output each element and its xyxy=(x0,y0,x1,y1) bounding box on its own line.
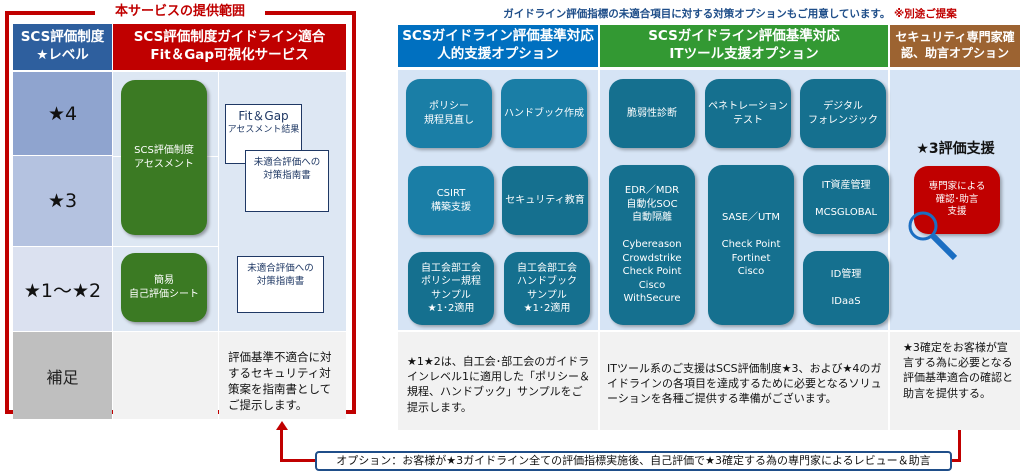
human-note: ★1★2は、自工会･部工会のガイドラインレベル1に適用した「ポリシー＆規程、ハン… xyxy=(407,355,590,414)
supplement-note: 評価基準不適合に対するセキュリティ対策案を指南書としてご提示します。 xyxy=(228,350,332,412)
options-banner-text: ガイドライン評価指標の未適合項目に対する対策オプションもご用意しています。 xyxy=(503,8,891,20)
connector-line xyxy=(280,459,316,462)
countermeasure-guide-doc: 未適合評価への 対策指南書 xyxy=(237,256,324,313)
assessment-box: SCS評価制度 アセスメント xyxy=(121,80,207,235)
level-star4: ★4 xyxy=(13,72,112,155)
level-star3: ★3 xyxy=(13,156,112,246)
option-sase-utm: SASE／UTM Check Point Fortinet Cisco xyxy=(708,165,794,325)
human-note-cell xyxy=(398,332,598,430)
expert-option-header: セキュリティ専門家確 認、助言オプション xyxy=(890,25,1020,67)
service-scope-title: 本サービスの提供範囲 xyxy=(95,2,265,22)
expert-star3-title: ★3評価支援 xyxy=(916,141,995,157)
option-policy-sample: 自工会部工会 ポリシー規程 サンプル ★1･2適用 xyxy=(408,252,494,325)
option-csirt: CSIRT 構築支援 xyxy=(408,166,494,235)
level-supplement: 補足 xyxy=(13,332,112,419)
expert-note-cell xyxy=(890,332,1020,430)
arrow-up-icon xyxy=(276,421,288,430)
connector-line xyxy=(958,430,961,461)
option-penetration-test: ペネトレーション テスト xyxy=(705,79,791,148)
expert-review-box: 専門家による 確認･助言 支援 xyxy=(914,166,1000,234)
it-note-cell xyxy=(600,332,888,430)
option-it-asset-mgmt: IT資産管理 MCSGLOBAL xyxy=(803,165,889,234)
option-digital-forensics: デジタル フォレンジック xyxy=(800,79,886,148)
magnifier-icon xyxy=(908,211,958,261)
it-option-header: SCSガイドライン評価基準対応 ITツール支援オプション xyxy=(600,25,888,67)
option-handbook-sample: 自工会部工会 ハンドブック サンプル ★1･2適用 xyxy=(504,252,590,325)
supplement-empty-cell xyxy=(113,332,218,419)
option-security-education: セキュリティ教育 xyxy=(502,166,588,235)
header-level: SCS評価制度 ★レベル xyxy=(13,24,112,70)
fitgap-doc-title: Fit＆Gap xyxy=(238,109,289,123)
option-policy-review: ポリシー 規程見直し xyxy=(406,79,492,148)
simple-self-assessment-box: 簡易 自己評価シート xyxy=(121,253,207,322)
countermeasure-guide-doc: 未適合評価への 対策指南書 xyxy=(245,150,329,212)
option-handbook: ハンドブック作成 xyxy=(501,79,587,148)
row-divider xyxy=(113,246,218,247)
level-star1-2: ★1〜★2 xyxy=(13,247,112,331)
fitgap-doc-subtitle: アセスメント結果 xyxy=(227,125,300,135)
supplement-note-cell xyxy=(219,332,346,419)
options-banner-note: ※別途ご提案 xyxy=(894,8,957,20)
header-fitgap-service: SCS評価制度ガイドライン適合 Fit＆Gap可視化サービス xyxy=(113,24,346,70)
connector-line xyxy=(951,459,961,462)
it-note: ITツール系のご支援はSCS評価制度★3、および★4のガイドラインの各項目を達成… xyxy=(607,362,882,406)
human-option-header: SCSガイドライン評価基準対応 人的支援オプション xyxy=(398,25,598,67)
expert-review-option-footer: オプション：お客様が★3ガイドライン全ての評価指標実施後、自己評価で★3確定する… xyxy=(315,451,952,471)
option-id-mgmt: ID管理 IDaaS xyxy=(803,251,889,325)
option-edr-mdr: EDR／MDR 自動化SOC 自動隔離 Cybereason Crowdstri… xyxy=(609,165,695,325)
expert-note: ★3確定をお客様が宣言する為に必要となる評価基準適合の確認と助言を提供する。 xyxy=(903,341,1013,400)
options-banner: ガイドライン評価指標の未適合項目に対する対策オプションもご用意しています。 ※別… xyxy=(460,6,1000,22)
connector-line xyxy=(280,428,283,461)
option-vulnerability-scan: 脆弱性診断 xyxy=(609,79,695,148)
